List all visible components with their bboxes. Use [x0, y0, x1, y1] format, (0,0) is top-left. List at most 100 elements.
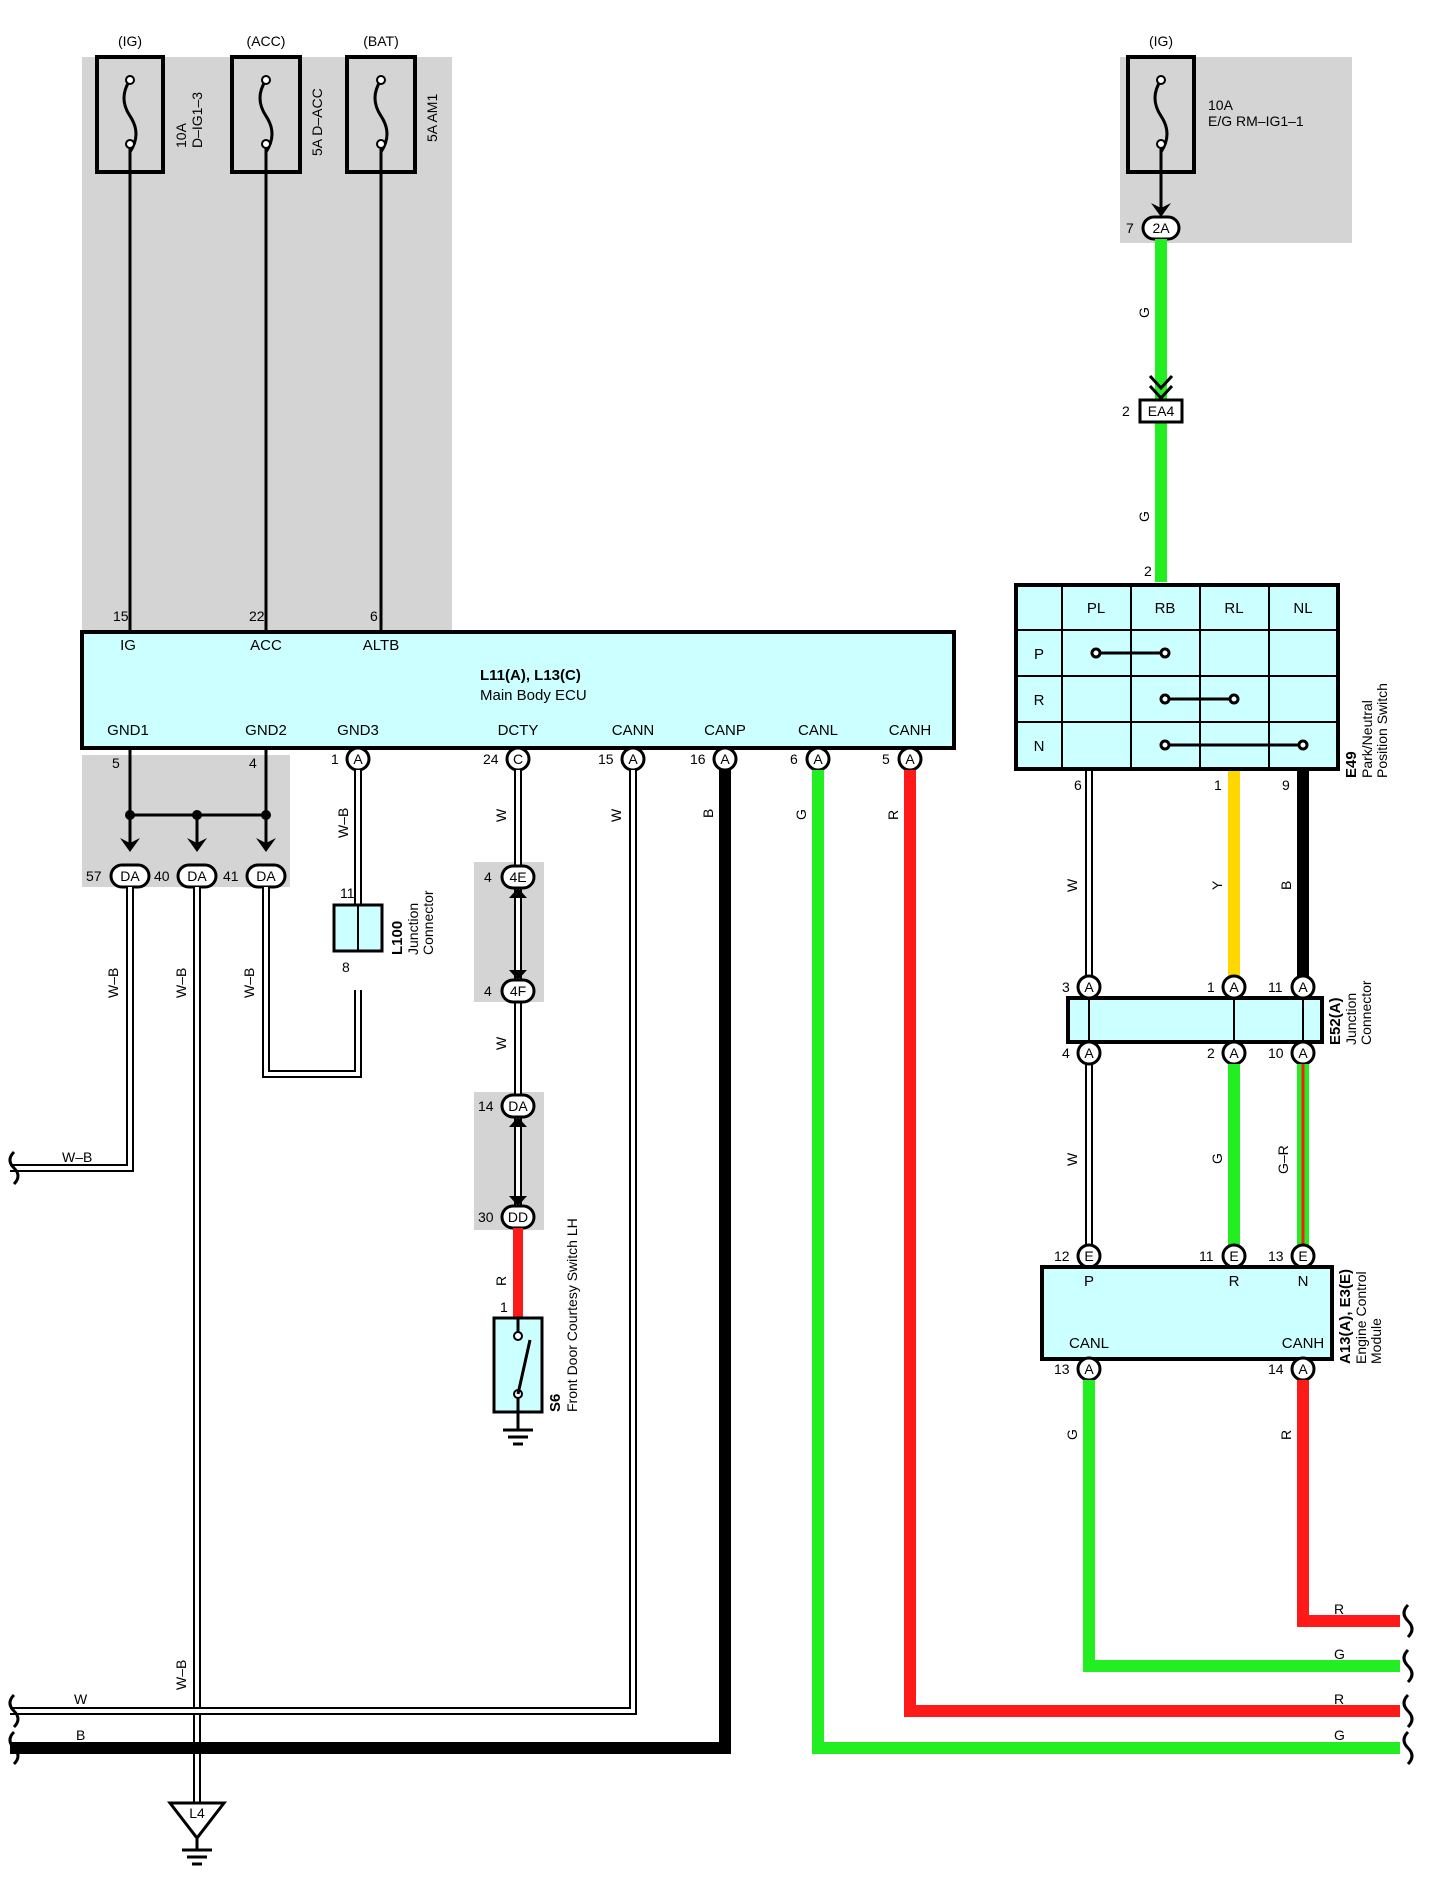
- ecu-pin-num: 5: [882, 751, 890, 767]
- pns-col: RL: [1224, 600, 1243, 617]
- pns-name: Position Switch: [1374, 683, 1390, 778]
- wire-color-label: R: [1334, 1601, 1344, 1617]
- door-courtesy-switch-s6: 1 S6 Front Door Courtesy Switch LH: [492, 1218, 580, 1446]
- fuse-rating: 10A: [1208, 97, 1234, 113]
- ecu-pin-label: CANN: [612, 722, 655, 739]
- wire-color-label: W: [608, 808, 624, 822]
- ecu-name: Main Body ECU: [480, 687, 587, 704]
- ecu-pin-num: 6: [370, 608, 378, 624]
- ecu-pin-label: CANL: [798, 722, 838, 739]
- wire-color-label: R: [885, 810, 901, 820]
- fuse-src-label: (BAT): [363, 33, 399, 49]
- cann-wire: [10, 770, 637, 1715]
- pns-col: RB: [1155, 600, 1176, 617]
- ecu-id: L11(A), L13(C): [480, 667, 581, 684]
- ecm-id: A13(A), E3(E): [1337, 1269, 1354, 1364]
- ecm-pin-label: P: [1084, 1273, 1094, 1290]
- wire-color-label: Y: [1209, 880, 1225, 890]
- ecu-pin-label: CANH: [889, 722, 932, 739]
- switch-name: Front Door Courtesy Switch LH: [564, 1218, 580, 1412]
- wire-color-label: G: [793, 809, 809, 820]
- pns-pin: 2: [1144, 563, 1152, 579]
- conn-num: 30: [478, 1209, 494, 1225]
- conn-num: 4: [484, 869, 492, 885]
- ground-code: L4: [189, 1805, 205, 1821]
- wire-color-label: B: [700, 809, 716, 818]
- door-connectors: 4E 4 4F 4 DA 14 DD 30: [478, 864, 536, 1230]
- park-neutral-position-switch: PL RB RL NL P R N E49 Park/Neutral Posit…: [1014, 583, 1390, 778]
- wire-color-label: G: [1209, 1153, 1225, 1164]
- conn-num: 41: [223, 868, 239, 884]
- conn-num: 57: [86, 868, 102, 884]
- pns-row: N: [1034, 738, 1045, 755]
- conn-code: DA: [256, 868, 276, 884]
- conn-code: DA: [187, 868, 207, 884]
- ecm-pin-label: CANL: [1069, 1335, 1109, 1352]
- junction-connector-l100: 11 8 L100 Junction Connector: [332, 885, 436, 975]
- ecu-pin-num: 6: [790, 751, 798, 767]
- ecm-conn: E: [1298, 1248, 1307, 1264]
- pns-row: R: [1034, 692, 1045, 709]
- ecu-pin-num: 16: [690, 751, 706, 767]
- conn-num: 4: [484, 983, 492, 999]
- ecm-pin-num: 12: [1054, 1248, 1070, 1264]
- wire-breaks-right: [1402, 1603, 1414, 1766]
- wire-color-label: W–B: [241, 968, 257, 998]
- ecu-pin-num: 15: [113, 608, 129, 624]
- wire-color-label: B: [1278, 881, 1294, 890]
- wb-wires: [10, 770, 362, 1810]
- switch-id: S6: [547, 1394, 564, 1412]
- ecm-canl-wire: [1083, 1380, 1400, 1672]
- conn-code: DD: [508, 1209, 528, 1225]
- ecm-conn: A: [1084, 1361, 1094, 1377]
- fuse-src-label: (ACC): [247, 33, 286, 49]
- conn-code: DA: [508, 1098, 528, 1114]
- fuse-name: 5A D–ACC: [309, 88, 325, 156]
- wire-color-label: G: [1334, 1646, 1345, 1662]
- ecm-pin-num: 13: [1054, 1361, 1070, 1377]
- wire-color-label: W: [74, 1691, 88, 1707]
- wire-color-label: W: [1064, 878, 1080, 892]
- wire-color-label: G: [1136, 511, 1152, 522]
- ecu-pin-conn: A: [905, 751, 915, 767]
- jc-pin: 1: [1207, 979, 1215, 995]
- e52-to-ecm-wires: [1228, 1064, 1309, 1252]
- wire-breaks-left: [8, 1150, 20, 1766]
- ecu-bottom-connectors: 5 4 1 A 24 C 15 A 16 A 6 A 5 A: [112, 746, 923, 772]
- ecu-pin-label: IG: [120, 637, 136, 654]
- pns-row: P: [1034, 646, 1044, 663]
- ecu-pin-label: ACC: [250, 637, 282, 654]
- fuse-src-label: (IG): [118, 33, 142, 49]
- fuse-src-label: (IG): [1149, 33, 1173, 49]
- ecm-pin-label: CANH: [1282, 1335, 1325, 1352]
- conn-num: 14: [478, 1098, 494, 1114]
- canh-wire: [904, 770, 1400, 1717]
- jc-conn: A: [1084, 979, 1094, 995]
- wire-color-label: B: [76, 1727, 85, 1743]
- wire-color-label: W–B: [173, 968, 189, 998]
- jc-pin: 11: [340, 885, 355, 901]
- ecm-pin-num: 14: [1268, 1361, 1284, 1377]
- ecm-name: Module: [1368, 1318, 1384, 1364]
- ecu-pin-conn: A: [628, 751, 638, 767]
- fuse-name: E/G RM–IG1–1: [1208, 113, 1304, 129]
- jc-conn: A: [1298, 1045, 1308, 1061]
- fuse-egrm-ig1-1: (IG) 10A E/G RM–IG1–1 2A 7: [1126, 33, 1304, 241]
- ea4-connector: EA4 2: [1122, 374, 1184, 424]
- da-connectors: DA 57 DA 40 DA 41: [86, 863, 287, 889]
- ecu-pin-num: 5: [112, 755, 120, 771]
- ecm-pin-num: 11: [1199, 1248, 1214, 1264]
- jc-pin: 11: [1268, 979, 1283, 995]
- pns-pin: 1: [1214, 777, 1222, 793]
- ecu-pin-conn: C: [513, 751, 523, 767]
- ecu-pin-num: 22: [249, 608, 265, 624]
- ecu-pin-conn: A: [720, 751, 730, 767]
- ecu-pin-conn: A: [813, 751, 823, 767]
- wire-color-label: W: [1064, 1152, 1080, 1166]
- junction-connector-e52: A A A A A A 3 1 11 4 2 10 E52(A) Junctio…: [1062, 974, 1374, 1066]
- fuse-rating: 10A: [173, 122, 189, 148]
- wire-color-label: W: [493, 1036, 509, 1050]
- ecu-pin-label: GND3: [337, 722, 379, 739]
- jc-conn: A: [1298, 979, 1308, 995]
- wire-color-label: G: [1136, 307, 1152, 318]
